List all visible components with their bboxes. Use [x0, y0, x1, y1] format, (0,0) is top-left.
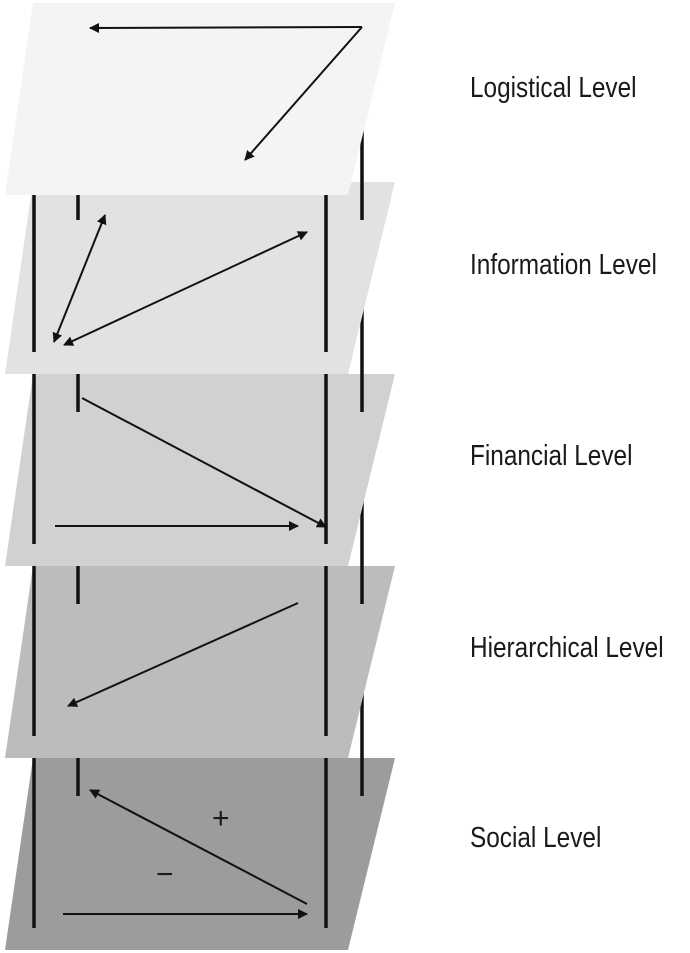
- level-plane-4: [5, 758, 395, 950]
- level-plane-3: [5, 566, 395, 758]
- plane: [5, 374, 395, 566]
- level-plane-0: [5, 3, 395, 195]
- plane: [5, 3, 395, 195]
- plus-sign: +: [212, 802, 230, 835]
- plane: [5, 758, 395, 950]
- plane: [5, 566, 395, 758]
- arrow: [89, 789, 308, 905]
- double-arrow: [63, 231, 308, 346]
- level-plane-2: [5, 374, 395, 566]
- label-logistical-level: Logistical Level: [470, 72, 637, 104]
- label-financial-level: Financial Level: [470, 440, 633, 472]
- label-social-level: Social Level: [470, 822, 602, 854]
- plane: [5, 182, 395, 374]
- level-plane-1: [5, 182, 395, 374]
- minus-sign: −: [156, 858, 174, 891]
- label-hierarchical-level: Hierarchical Level: [470, 632, 664, 664]
- arrow: [244, 26, 363, 161]
- arrow: [67, 602, 299, 707]
- arrow: [81, 397, 327, 528]
- arrow: [89, 22, 363, 33]
- label-information-level: Information Level: [470, 249, 657, 281]
